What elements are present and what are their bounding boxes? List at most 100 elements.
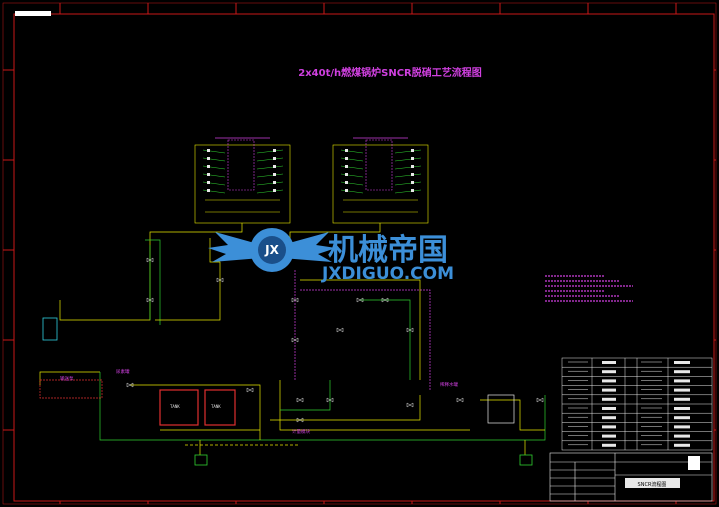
- valve-symbol: [291, 337, 299, 343]
- drawing-notes: [545, 275, 633, 302]
- injector-line: [340, 189, 364, 194]
- legend-text-mark: [674, 416, 690, 420]
- injector-node: [345, 181, 348, 184]
- valve-symbol: [146, 297, 154, 303]
- legend-text-mark: [674, 425, 690, 429]
- valve-symbol: [456, 397, 464, 403]
- injector-node: [273, 173, 276, 176]
- injector-line: [202, 173, 226, 178]
- injector-node: [273, 189, 276, 192]
- injector-node: [345, 173, 348, 176]
- label-dilution: 稀释水罐: [440, 381, 458, 388]
- injector-line: [256, 157, 284, 162]
- injector-line: [256, 149, 284, 154]
- valve-symbol: [246, 387, 254, 393]
- injector-line: [340, 173, 364, 178]
- legend-text-mark: [674, 379, 690, 383]
- valve-symbol: [296, 417, 304, 423]
- injector-node: [273, 181, 276, 184]
- injector-node: [345, 157, 348, 160]
- injector-node: [411, 157, 414, 160]
- watermark: JX 机械帝国 JXDIGUO.COM: [208, 228, 454, 284]
- valve-symbol: [216, 277, 224, 283]
- injector-line: [202, 181, 226, 186]
- injector-node: [345, 149, 348, 152]
- injector-line: [394, 149, 422, 154]
- dilution-tank: [487, 394, 515, 424]
- watermark-badge: JX: [264, 243, 279, 257]
- valve-symbol: [356, 297, 364, 303]
- valve-symbol: [336, 327, 344, 333]
- injector-line: [202, 149, 226, 154]
- label-pump: 输送泵: [60, 375, 74, 382]
- injector-line: [340, 149, 364, 154]
- watermark-en: JXDIGUO.COM: [321, 264, 454, 284]
- injector-node: [207, 189, 210, 192]
- injector-line: [394, 165, 422, 170]
- valves-and-instruments: [126, 257, 544, 423]
- injector-node: [345, 165, 348, 168]
- urea-tank-1: TANK: [159, 389, 199, 426]
- valve-symbol: [406, 327, 414, 333]
- injector-line: [340, 165, 364, 170]
- valve-symbol: [126, 382, 134, 388]
- injector-line: [202, 165, 226, 170]
- svg-text:TANK: TANK: [211, 404, 221, 409]
- valve-symbol: [536, 397, 544, 403]
- legend-text-mark: [602, 379, 616, 383]
- legend-text-mark: [674, 434, 690, 438]
- injector-line: [340, 181, 364, 186]
- injector-line: [394, 189, 422, 194]
- drawing-title: 2x40t/h燃煤锅炉SNCR脱硝工艺流程图: [298, 66, 482, 79]
- injector-line: [394, 157, 422, 162]
- injector-node: [207, 149, 210, 152]
- legend-text-mark: [674, 407, 690, 410]
- injector-node: [207, 173, 210, 176]
- pipe-network: [39, 223, 546, 455]
- legend-text-mark: [602, 361, 616, 364]
- valve-symbol: [146, 257, 154, 263]
- legend-text-mark: [674, 388, 690, 392]
- legend-text-mark: [674, 397, 690, 401]
- urea-tank-2: TANK: [204, 389, 236, 426]
- legend-text-mark: [674, 370, 690, 374]
- legend-text-mark: [674, 443, 690, 447]
- legend-text-mark: [674, 361, 690, 364]
- injector-line: [340, 157, 364, 162]
- valve-symbol: [326, 397, 334, 403]
- injector-node: [411, 173, 414, 176]
- legend-text-mark: [602, 443, 616, 447]
- legend-text-mark: [602, 388, 616, 392]
- injector-node: [411, 181, 414, 184]
- valve-symbol: [381, 297, 389, 303]
- injector-node: [273, 149, 276, 152]
- valve-symbol: [291, 297, 299, 303]
- boiler-block-right: [332, 139, 429, 224]
- legend-text-mark: [602, 407, 616, 410]
- title-block-name: SNCR流程图: [638, 481, 667, 488]
- watermark-cn: 机械帝国: [328, 233, 448, 268]
- injector-node: [273, 165, 276, 168]
- legend-table: [561, 357, 713, 451]
- injector-node: [411, 165, 414, 168]
- injector-line: [256, 181, 284, 186]
- injector-node: [207, 157, 210, 160]
- injector-line: [394, 181, 422, 186]
- injector-line: [256, 165, 284, 170]
- injector-node: [273, 157, 276, 160]
- svg-text:TANK: TANK: [170, 404, 180, 409]
- injector-line: [256, 189, 284, 194]
- injector-line: [394, 173, 422, 178]
- injector-line: [202, 189, 226, 194]
- legend-text-mark: [602, 370, 616, 374]
- legend-text-mark: [602, 434, 616, 438]
- legend-text-mark: [602, 397, 616, 401]
- valve-symbol: [406, 402, 414, 408]
- valve-symbol: [296, 397, 304, 403]
- left-tank-vessel: [39, 317, 103, 399]
- boiler-block-left: [194, 139, 291, 224]
- label-module: 计量模块: [292, 428, 310, 435]
- injector-node: [411, 189, 414, 192]
- legend-text-mark: [602, 416, 616, 420]
